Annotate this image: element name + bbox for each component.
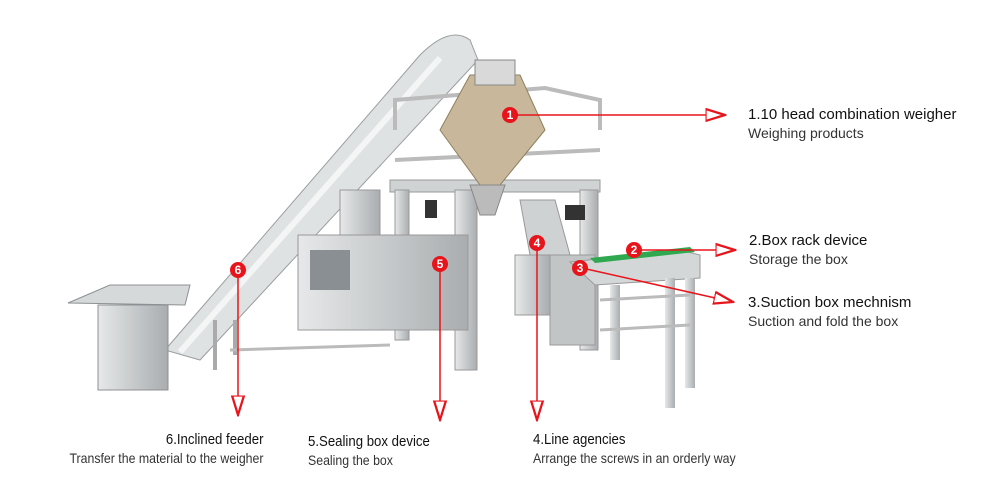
callout-badge-4: 4 xyxy=(529,235,545,251)
callout-subtitle: Weighing products xyxy=(748,124,864,141)
callout-title: 1.10 head combination weigher xyxy=(748,106,957,123)
feeder-hopper xyxy=(67,284,191,391)
callout-title: 2.Box rack device xyxy=(749,232,868,249)
box-conveyor xyxy=(568,247,701,408)
callout-label-3: 3.Suction box mechnism Suction and fold … xyxy=(748,294,911,330)
callout-badge-5: 5 xyxy=(432,256,448,272)
callout-label-4: 4.Line agencies Arrange the screws in an… xyxy=(533,431,736,467)
callout-label-1: 1.10 head combination weigher Weighing p… xyxy=(748,106,956,142)
callout-subtitle: Storage the box xyxy=(749,250,848,267)
callout-badge-6: 6 xyxy=(230,262,246,278)
svg-text:1: 1 xyxy=(507,108,514,122)
callout-label-2: 2.Box rack device Storage the box xyxy=(749,232,867,268)
callout-title: 3.Suction box mechnism xyxy=(748,294,912,311)
svg-text:3: 3 xyxy=(577,261,584,275)
combination-weigher xyxy=(439,59,546,216)
callout-title: 5.Sealing box device xyxy=(308,433,430,450)
svg-text:4: 4 xyxy=(534,236,541,250)
callout-title: 6.Inclined feeder xyxy=(165,431,263,448)
svg-text:5: 5 xyxy=(437,257,444,271)
svg-text:2: 2 xyxy=(631,243,638,257)
callout-badge-3: 3 xyxy=(572,260,588,276)
callout-label-6: 6.Inclined feeder Transfer the material … xyxy=(69,431,263,467)
callout-badge-2: 2 xyxy=(626,242,642,258)
callout-subtitle: Arrange the screws in an orderly way xyxy=(533,449,736,466)
callout-label-5: 5.Sealing box device Sealing the box xyxy=(308,433,430,469)
callout-subtitle: Suction and fold the box xyxy=(748,312,899,329)
callout-lines xyxy=(238,115,735,420)
callout-title: 4.Line agencies xyxy=(533,431,626,448)
callout-subtitle: Sealing the box xyxy=(308,451,393,468)
callout-badge-1: 1 xyxy=(502,107,518,123)
callout-subtitle: Transfer the material to the weigher xyxy=(68,449,263,466)
svg-text:6: 6 xyxy=(235,263,242,277)
